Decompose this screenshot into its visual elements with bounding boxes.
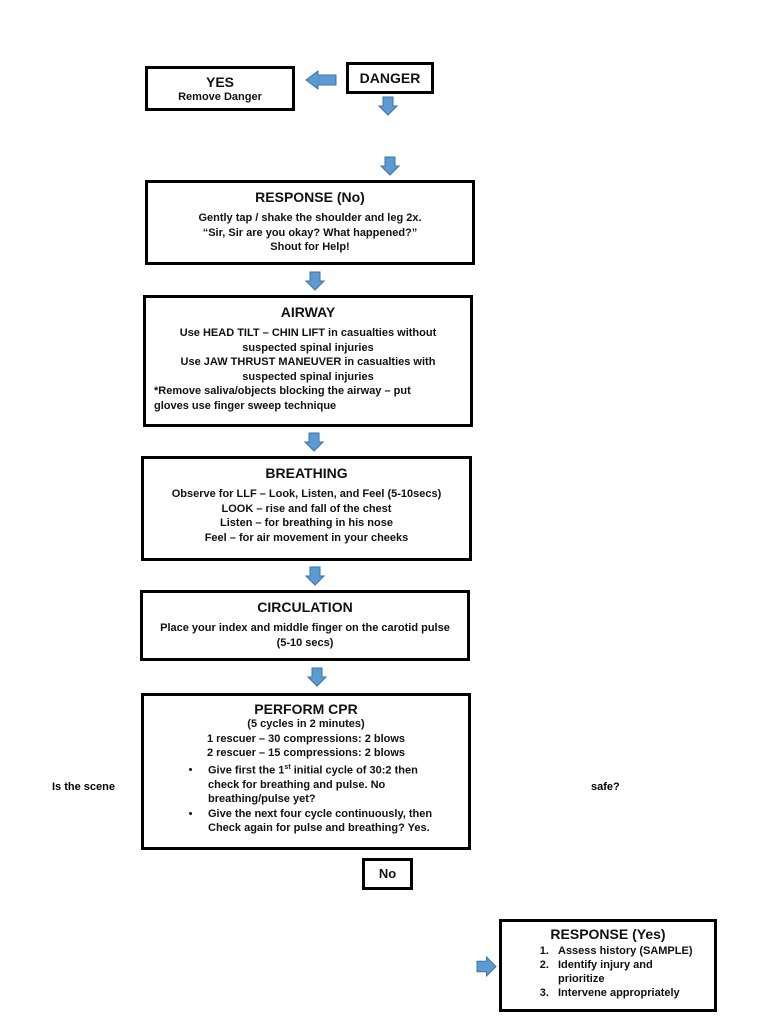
scene-question-right: safe? xyxy=(591,781,620,793)
cpr-line: 1 rescuer – 30 compressions: 2 blows xyxy=(206,732,406,745)
airway-title: AIRWAY xyxy=(280,304,336,320)
airway-note-line: *Remove saliva/objects blocking the airw… xyxy=(154,385,411,397)
response-no-box: RESPONSE (No) Gently tap / shake the sho… xyxy=(145,180,475,265)
cpr-title: PERFORM CPR xyxy=(254,701,358,717)
breathing-line: LOOK – rise and fall of the chest xyxy=(221,502,392,515)
yes-box: YES Remove Danger xyxy=(145,66,295,111)
cpr-bullet-text: initial cycle of 30:2 then check for bre… xyxy=(208,764,418,806)
arrow-left-icon xyxy=(305,70,337,90)
arrow-down-icon xyxy=(378,96,398,116)
response-yes-list: Assess history (SAMPLE) Identify injury … xyxy=(502,944,714,1000)
response-no-line: Shout for Help! xyxy=(270,241,350,253)
response-no-line: “Sir, Sir are you okay? What happened?” xyxy=(202,226,418,239)
response-yes-title: RESPONSE (Yes) xyxy=(550,926,666,942)
response-yes-item: Intervene appropriately xyxy=(552,986,714,1000)
danger-title: DANGER xyxy=(359,70,421,86)
airway-note-line: gloves use finger sweep technique xyxy=(154,399,337,412)
breathing-box: BREATHING Observe for LLF – Look, Listen… xyxy=(141,456,472,561)
yes-text: Remove Danger xyxy=(178,91,262,103)
response-yes-item: Identify injury and prioritize xyxy=(552,958,714,986)
arrow-right-icon xyxy=(476,956,497,977)
circulation-title: CIRCULATION xyxy=(257,599,353,615)
circulation-box: CIRCULATION Place your index and middle … xyxy=(140,590,470,661)
response-yes-box: RESPONSE (Yes) Assess history (SAMPLE) I… xyxy=(499,919,717,1012)
no-label: No xyxy=(378,866,397,881)
cpr-bullet-list: Give first the 1st initial cycle of 30:2… xyxy=(144,761,468,836)
airway-line: suspected spinal injuries xyxy=(242,370,374,383)
cpr-bullet-text: Give first the 1 xyxy=(208,764,285,777)
yes-title: YES xyxy=(205,74,234,90)
no-box: No xyxy=(362,858,413,890)
arrow-down-icon xyxy=(305,566,325,586)
breathing-line: Listen – for breathing in his nose xyxy=(220,517,393,529)
cpr-line: (5 cycles in 2 minutes) xyxy=(247,718,365,730)
cpr-bullet: Give the next four cycle continuously, t… xyxy=(202,807,468,836)
arrow-down-icon xyxy=(305,271,325,291)
airway-line: Use JAW THRUST MANEUVER in casualties wi… xyxy=(180,356,436,368)
cpr-box: PERFORM CPR (5 cycles in 2 minutes) 1 re… xyxy=(141,693,471,850)
response-no-line: Gently tap / shake the shoulder and leg … xyxy=(198,212,422,224)
airway-box: AIRWAY Use HEAD TILT – CHIN LIFT in casu… xyxy=(143,295,473,427)
circulation-line: (5-10 secs) xyxy=(276,636,334,649)
arrow-down-icon xyxy=(307,667,327,687)
circulation-line: Place your index and middle finger on th… xyxy=(160,622,450,634)
arrow-down-icon xyxy=(380,156,400,176)
scene-question-left: Is the scene xyxy=(52,781,115,793)
cpr-line: 2 rescuer – 15 compressions: 2 blows xyxy=(206,747,406,759)
cpr-bullet: Give first the 1st initial cycle of 30:2… xyxy=(202,761,468,807)
airway-line: Use HEAD TILT – CHIN LIFT in casualties … xyxy=(179,327,437,339)
breathing-line: Observe for LLF – Look, Listen, and Feel… xyxy=(171,488,442,500)
breathing-title: BREATHING xyxy=(265,465,348,481)
danger-box: DANGER xyxy=(346,62,434,94)
cpr-bullet-sup: st xyxy=(284,763,291,771)
airway-line: suspected spinal injuries xyxy=(242,341,374,354)
breathing-line: Feel – for air movement in your cheeks xyxy=(204,531,409,544)
response-no-title: RESPONSE (No) xyxy=(255,189,365,205)
arrow-down-icon xyxy=(304,432,324,452)
response-yes-item: Assess history (SAMPLE) xyxy=(552,944,714,958)
